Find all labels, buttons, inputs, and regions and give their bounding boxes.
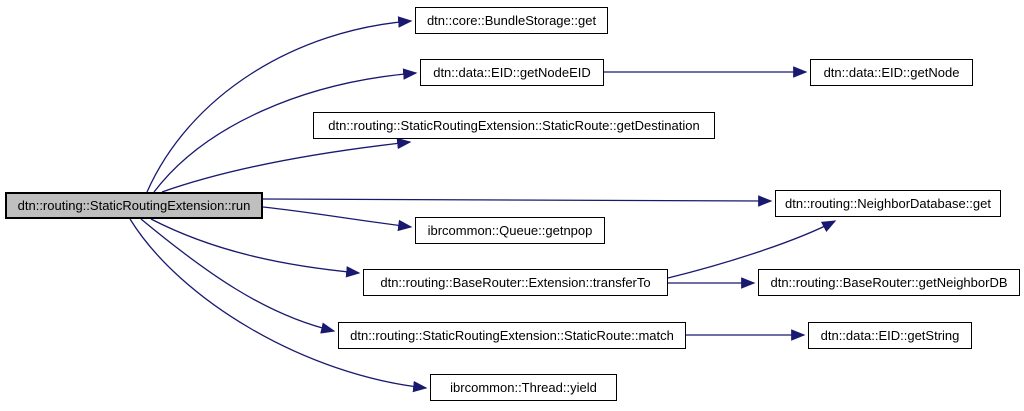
node-thread-yield[interactable]: ibrcommon::Thread::yield: [430, 374, 617, 401]
edge-run-to-neighbordatabase-get: [262, 195, 773, 207]
node-staticroute-getdestination[interactable]: dtn::routing::StaticRoutingExtension::St…: [313, 112, 715, 139]
node-extension-transferto[interactable]: dtn::routing::BaseRouter::Extension::tra…: [363, 269, 668, 296]
node-eid-getnodeeid[interactable]: dtn::data::EID::getNodeEID: [420, 59, 604, 86]
node-neighbordatabase-get[interactable]: dtn::routing::NeighborDatabase::get: [775, 190, 1001, 217]
edge-run-to-bundlestorage-get: [146, 16, 413, 193]
node-eid-getnode[interactable]: dtn::data::EID::getNode: [810, 59, 973, 86]
edge-run-to-getdestination: [161, 137, 412, 193]
edge-run-to-yield: [129, 218, 428, 393]
edge-run-to-match: [140, 218, 336, 334]
node-static-routing-extension-run[interactable]: dtn::routing::StaticRoutingExtension::ru…: [5, 192, 263, 219]
node-bundlestorage-get[interactable]: dtn::core::BundleStorage::get: [415, 7, 608, 34]
edge-run-to-transferto: [150, 218, 361, 278]
node-queue-getnpop[interactable]: ibrcommon::Queue::getnpop: [415, 217, 605, 244]
edge-run-to-getnpop: [262, 206, 413, 232]
edge-transferto-to-neighbordatabase-get: [667, 220, 837, 279]
node-eid-getstring[interactable]: dtn::data::EID::getString: [808, 322, 972, 349]
node-baserouter-getneighbordb[interactable]: dtn::routing::BaseRouter::getNeighborDB: [758, 269, 1020, 296]
edge-run-to-getnodeeid: [153, 68, 418, 193]
node-staticroute-match[interactable]: dtn::routing::StaticRoutingExtension::St…: [338, 322, 686, 349]
